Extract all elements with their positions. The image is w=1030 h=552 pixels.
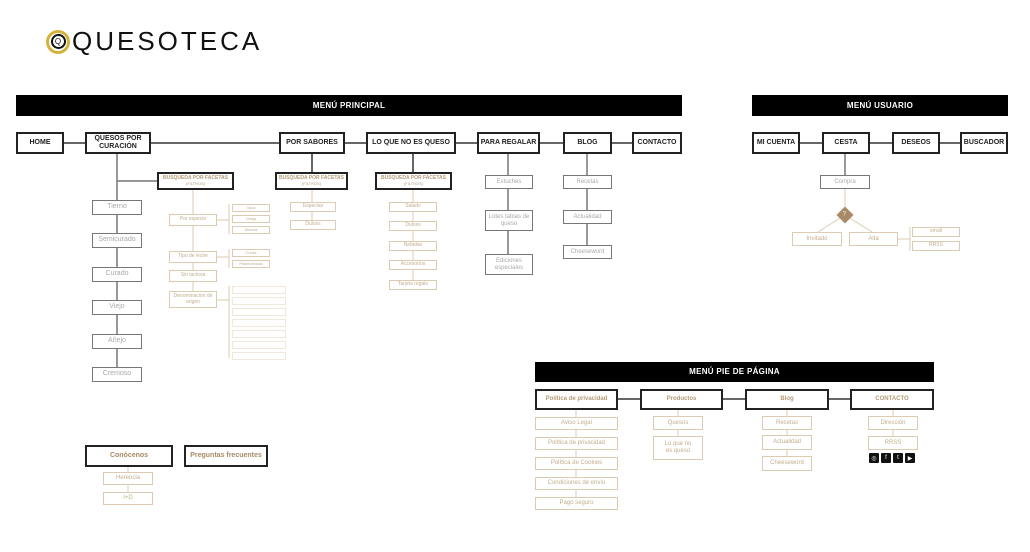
curacion-item[interactable]: Tierno [92, 200, 142, 215]
decision-label: ? [843, 211, 847, 218]
facets-subtitle: (FILTROS) [185, 180, 206, 186]
user-menu-header: MENÚ USUARIO [752, 95, 1008, 116]
no-queso-item[interactable]: Tarjeta regalo [389, 280, 437, 290]
checkout-invitado[interactable]: Invitado [792, 232, 842, 246]
footer-link[interactable]: Condiciones de envío [535, 477, 618, 490]
regalar-item[interactable]: Ediciones especiales [485, 254, 533, 275]
facet-option[interactable]: Oveja [232, 215, 270, 223]
curacion-item[interactable]: Viejo [92, 300, 142, 315]
nav-home[interactable]: HOME [16, 132, 64, 154]
main-menu-header: MENÚ PRINCIPAL [16, 95, 682, 116]
preguntas-frecuentes[interactable]: Preguntas frecuentes [184, 445, 268, 467]
sabores-item[interactable]: Especias [290, 202, 336, 212]
no-queso-item[interactable]: Accesorios [389, 260, 437, 270]
no-queso-item[interactable]: Dulces [389, 221, 437, 231]
curacion-item[interactable]: Semicurado [92, 233, 142, 248]
dop-option[interactable] [232, 352, 286, 360]
facets-subtitle: (FILTROS) [301, 180, 322, 186]
footer-link[interactable]: Cheeseword [762, 456, 812, 471]
footer-menu-header: MENÚ PIE DE PÁGINA [535, 362, 934, 382]
conocenos-item[interactable]: Herencia [103, 472, 153, 485]
facets-subtitle: (FILTROS) [403, 180, 424, 186]
dop-option[interactable] [232, 330, 286, 338]
footer-col-privacidad[interactable]: Política de privacidad [535, 389, 618, 410]
youtube-icon[interactable]: ▶ [905, 453, 915, 463]
footer-col-blog[interactable]: Blog [745, 389, 829, 410]
footer-col-productos[interactable]: Productos [640, 389, 723, 410]
facets-title: BUSQUEDA POR FACETAS [278, 174, 344, 181]
twitter-icon[interactable]: t [893, 453, 903, 463]
checkout-alta[interactable]: Alta [849, 232, 898, 246]
conocenos[interactable]: Conócenos [85, 445, 173, 467]
compra-step[interactable]: Compra [820, 175, 870, 189]
dop-option[interactable] [232, 319, 286, 327]
dop-option[interactable] [232, 308, 286, 316]
footer-link[interactable]: Pago seguro [535, 497, 618, 510]
footer-link[interactable]: Política de Cookies [535, 457, 618, 470]
facet-option[interactable]: Vaca [232, 204, 270, 212]
alta-rrss[interactable]: RRSS [912, 241, 960, 251]
blog-item[interactable]: Recetas [563, 175, 612, 189]
footer-link[interactable]: RRSS [868, 436, 918, 450]
sabores-item[interactable]: Dulces [290, 220, 336, 230]
nav-cesta[interactable]: CESTA [822, 132, 870, 154]
no-queso-item[interactable]: Bebidas [389, 241, 437, 251]
facet-option[interactable]: Pasteurizada [232, 260, 270, 268]
facets-title: BUSQUEDA POR FACETAS [380, 174, 446, 181]
curacion-item[interactable]: Añejo [92, 334, 142, 349]
dop-option[interactable] [232, 286, 286, 294]
footer-col-contacto[interactable]: CONTACTO [850, 389, 934, 410]
nav-lo-que-no-es-queso[interactable]: LO QUE NO ES QUESO [366, 132, 456, 154]
facet-tipo-leche[interactable]: Tipo de leche [169, 251, 217, 263]
curacion-item[interactable]: Cremoso [92, 367, 142, 382]
facet-denominacion[interactable]: Denominación de origen [169, 291, 217, 308]
facet-sin-lactosa[interactable]: Sin lactosa [169, 270, 217, 282]
footer-link[interactable]: Aviso Legal [535, 417, 618, 430]
instagram-icon[interactable]: ◎ [869, 453, 879, 463]
facet-option[interactable]: Mezcla [232, 226, 270, 234]
curacion-item[interactable]: Curado [92, 267, 142, 282]
nav-para-regalar[interactable]: PARA REGALAR [477, 132, 540, 154]
nav-contacto[interactable]: CONTACTO [632, 132, 682, 154]
facet-option[interactable]: Cruda [232, 249, 270, 257]
nav-mi-cuenta[interactable]: MI CUENTA [752, 132, 800, 154]
footer-link[interactable]: Quesos [653, 416, 703, 430]
quesoteca-logo[interactable]: Q QUESOTECA [46, 26, 262, 57]
nav-buscador[interactable]: BUSCADOR [960, 132, 1008, 154]
regalar-item[interactable]: Estuches [485, 175, 533, 189]
facets-no-queso[interactable]: BUSQUEDA POR FACETAS(FILTROS) [375, 172, 452, 190]
footer-link[interactable]: Recetas [762, 416, 812, 430]
nav-quesos-curacion[interactable]: QUESOS POR CURACIÓN [85, 132, 151, 154]
footer-link[interactable]: Política de privacidad [535, 437, 618, 450]
blog-item[interactable]: Actualidad [563, 210, 612, 224]
nav-deseos[interactable]: DESEOS [892, 132, 940, 154]
regalar-item[interactable]: Lotes tablas de queso [485, 210, 533, 231]
conocenos-item[interactable]: I+D [103, 492, 153, 505]
facebook-icon[interactable]: f [881, 453, 891, 463]
nav-blog[interactable]: BLOG [563, 132, 612, 154]
dop-option[interactable] [232, 297, 286, 305]
logo-mark-icon: Q [46, 29, 70, 54]
dop-option[interactable] [232, 341, 286, 349]
footer-link[interactable]: Actualidad [762, 435, 812, 450]
facets-title: BUSQUEDA POR FACETAS [162, 174, 228, 181]
logo-text: QUESOTECA [72, 26, 263, 56]
no-queso-item[interactable]: Salado [389, 202, 437, 212]
facet-por-especie[interactable]: Por especie [169, 214, 217, 226]
nav-por-sabores[interactable]: POR SABORES [279, 132, 345, 154]
footer-link[interactable]: Dirección [868, 416, 918, 430]
facets-sabores[interactable]: BUSQUEDA POR FACETAS(FILTROS) [275, 172, 348, 190]
blog-item[interactable]: Cheeseword [563, 245, 612, 259]
footer-link[interactable]: Lo que no es queso [653, 436, 703, 460]
alta-email[interactable]: email [912, 227, 960, 237]
facets-quesos[interactable]: BUSQUEDA POR FACETAS(FILTROS) [157, 172, 234, 190]
